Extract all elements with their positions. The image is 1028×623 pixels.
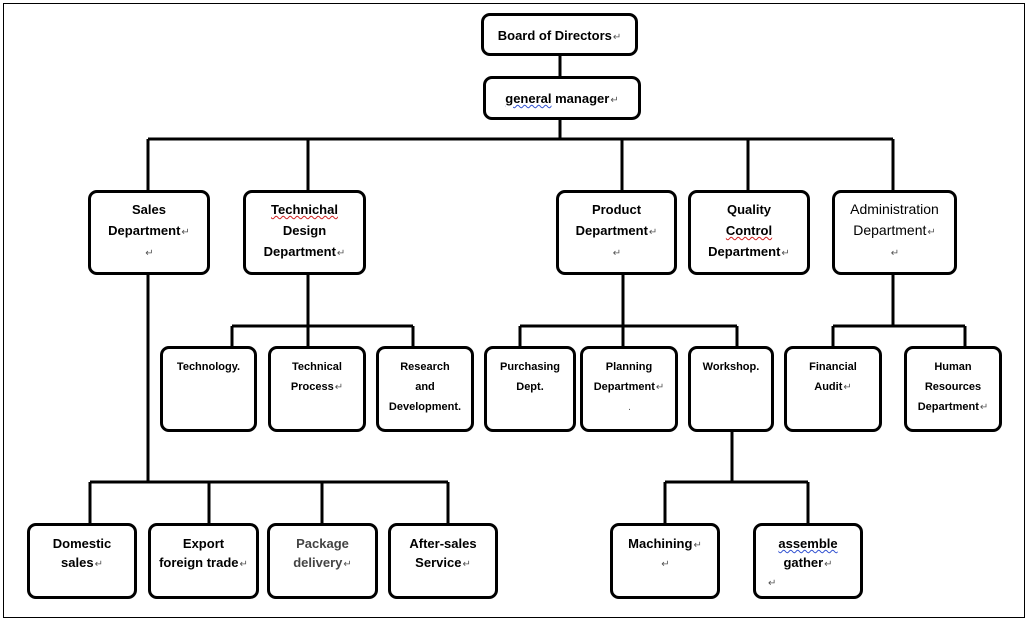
quality-control-line2: Control <box>725 223 773 238</box>
package-line2: delivery <box>293 555 343 570</box>
paragraph-mark: ↵ <box>781 248 790 259</box>
workshop-label: Workshop. <box>702 361 760 373</box>
technical-design-line2: Design <box>282 223 327 238</box>
paragraph-mark: ↵ <box>693 540 702 551</box>
hr-line3: Department <box>917 401 979 413</box>
paragraph-mark: ↵ <box>181 227 190 238</box>
after-sales-line2: Service <box>415 555 462 570</box>
paragraph-mark: ↵ <box>890 248 900 259</box>
export-line2: foreign trade <box>159 555 239 570</box>
domestic-sales-box[interactable]: Domestic sales↵ <box>27 523 137 599</box>
assemble-gather-box[interactable]: assemble gather↵ ↵ <box>753 523 863 599</box>
assemble-line2: gather <box>783 555 824 570</box>
technical-design-department-box[interactable]: Technichal Design Department↵ <box>243 190 366 275</box>
purchasing-line1: Purchasing <box>500 361 560 373</box>
paragraph-mark: ↵ <box>824 559 833 570</box>
export-foreign-trade-box[interactable]: Export foreign trade↵ <box>148 523 259 599</box>
human-resources-box[interactable]: Human Resources Department↵ <box>904 346 1002 432</box>
technical-process-line1: Technical <box>292 361 342 373</box>
paragraph-mark: ↵ <box>661 559 670 570</box>
technology-label: Technology. <box>176 361 241 373</box>
technical-process-line2: Process <box>290 381 334 393</box>
paragraph-mark: ↵ <box>612 248 622 259</box>
product-department-line2: Department <box>575 223 648 238</box>
administration-line2: Department <box>853 222 927 238</box>
paragraph-mark: ↵ <box>768 578 777 589</box>
general-manager-box[interactable]: general manager↵ <box>483 76 641 120</box>
package-delivery-box[interactable]: Package delivery↵ <box>267 523 378 599</box>
planning-line1: Planning <box>605 361 653 373</box>
product-department-line1: Product <box>591 202 642 217</box>
paragraph-mark: ↵ <box>336 248 346 259</box>
paragraph-mark: ↵ <box>94 559 103 570</box>
dot-mark: . <box>628 402 631 413</box>
workshop-box[interactable]: Workshop. <box>688 346 774 432</box>
product-department-box[interactable]: Product Department↵ ↵ <box>556 190 677 275</box>
sales-department-box[interactable]: Sales Department↵ ↵ <box>88 190 210 275</box>
technical-design-line3: Department <box>263 244 336 259</box>
general-manager-word1: general <box>505 91 552 106</box>
paragraph-mark: ↵ <box>145 248 154 259</box>
quality-control-line3: Department <box>708 244 781 259</box>
after-sales-service-box[interactable]: After-sales Service↵ <box>388 523 498 599</box>
package-line1: Package <box>296 536 349 551</box>
after-sales-line1: After-sales <box>409 536 477 551</box>
paragraph-mark: ↵ <box>462 559 471 570</box>
general-manager-word2: manager <box>551 91 610 106</box>
technical-design-line1: Technichal <box>271 202 338 217</box>
sales-department-line1: Sales <box>132 202 166 217</box>
technical-process-box[interactable]: Technical Process↵ <box>268 346 366 432</box>
domestic-line2: sales <box>61 555 94 570</box>
paragraph-mark: ↵ <box>979 402 989 413</box>
administration-line1: Administration <box>850 201 939 217</box>
research-line3: Development. <box>388 401 462 413</box>
board-of-directors-label: Board of Directors <box>497 28 612 43</box>
paragraph-mark: ↵ <box>610 95 619 106</box>
research-development-box[interactable]: Research and Development. <box>376 346 474 432</box>
technology-box[interactable]: Technology. <box>160 346 257 432</box>
financial-line2: Audit <box>814 381 843 393</box>
diagram-frame <box>3 3 1025 618</box>
sales-department-line2: Department <box>108 223 181 238</box>
board-of-directors-box[interactable]: Board of Directors↵ <box>481 13 638 56</box>
purchasing-line2: Dept. <box>516 381 544 393</box>
planning-department-box[interactable]: Planning Department↵ . <box>580 346 678 432</box>
research-line1: Research <box>400 361 450 373</box>
planning-line2: Department <box>593 381 655 393</box>
paragraph-mark: ↵ <box>927 227 936 238</box>
paragraph-mark: ↵ <box>648 227 658 238</box>
domestic-line1: Domestic <box>52 536 112 551</box>
paragraph-mark: ↵ <box>843 382 852 393</box>
paragraph-mark: ↵ <box>655 382 665 393</box>
financial-line1: Financial <box>809 361 857 373</box>
paragraph-mark: ↵ <box>343 559 352 570</box>
hr-line1: Human <box>934 361 972 373</box>
financial-audit-box[interactable]: Financial Audit↵ <box>784 346 882 432</box>
paragraph-mark: ↵ <box>334 382 344 393</box>
paragraph-mark: ↵ <box>239 559 248 570</box>
quality-control-department-box[interactable]: Quality Control Department↵ <box>688 190 810 275</box>
research-line2: and <box>415 381 435 393</box>
machining-box[interactable]: Machining↵ ↵ <box>610 523 720 599</box>
machining-label: Machining <box>628 536 693 551</box>
hr-line2: Resources <box>924 381 982 393</box>
administration-department-box[interactable]: Administration Department↵ ↵ <box>832 190 957 275</box>
paragraph-mark: ↵ <box>612 32 622 43</box>
assemble-line1: assemble <box>778 536 838 551</box>
purchasing-dept-box[interactable]: Purchasing Dept. <box>484 346 576 432</box>
quality-control-line1: Quality <box>726 202 772 217</box>
export-line1: Export <box>182 536 225 551</box>
